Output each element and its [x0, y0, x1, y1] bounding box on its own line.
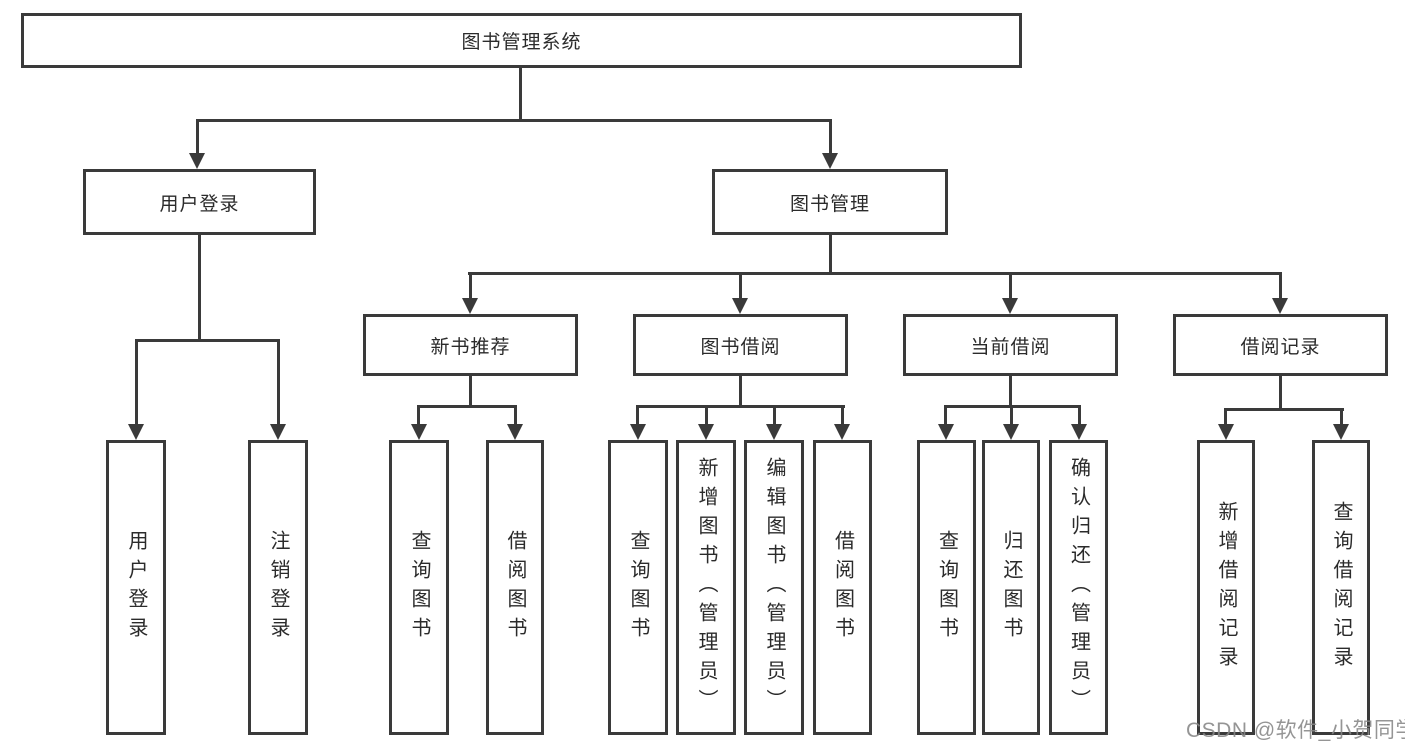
- node-new-book-recommend: 新书推荐: [363, 314, 578, 376]
- connector-line: [829, 235, 832, 272]
- node-user-login-label: 用户登录: [159, 193, 240, 215]
- connector-line: [135, 339, 138, 427]
- arrow-down-icon: [1003, 424, 1019, 440]
- leaf-bb-edit-books-admin-label: 编辑图书（管理员）: [763, 457, 785, 718]
- connector-line: [1078, 405, 1081, 427]
- node-new-book-recommend-label: 新书推荐: [430, 336, 511, 358]
- arrow-down-icon: [1071, 424, 1087, 440]
- connector-line: [841, 405, 844, 427]
- leaf-logout-label: 注销登录: [267, 529, 289, 646]
- leaf-user-login: 用户登录: [106, 440, 166, 735]
- leaf-cb-return-books-label: 归还图书: [1000, 529, 1022, 646]
- leaf-bb-add-books-admin-label: 新增图书（管理员）: [695, 457, 717, 718]
- node-borrowing-records-label: 借阅记录: [1240, 336, 1321, 358]
- node-root-label: 图书管理系统: [461, 32, 582, 53]
- node-root: 图书管理系统: [21, 13, 1022, 68]
- connector-line: [636, 405, 639, 427]
- leaf-nbr-query-books-label: 查询图书: [408, 529, 430, 646]
- leaf-user-login-label: 用户登录: [125, 529, 147, 646]
- node-book-management: 图书管理: [712, 169, 948, 235]
- leaf-nbr-borrow-books: 借阅图书: [486, 440, 544, 735]
- leaf-bb-edit-books-admin: 编辑图书（管理员）: [744, 440, 804, 735]
- arrow-down-icon: [938, 424, 954, 440]
- arrow-down-icon: [189, 153, 205, 169]
- leaf-cb-confirm-return-admin: 确认归还（管理员）: [1049, 440, 1108, 735]
- connector-line: [135, 339, 280, 342]
- arrow-down-icon: [411, 424, 427, 440]
- arrow-down-icon: [462, 298, 478, 314]
- arrow-down-icon: [507, 424, 523, 440]
- connector-line: [739, 272, 742, 301]
- leaf-bb-add-books-admin: 新增图书（管理员）: [676, 440, 736, 735]
- connector-line: [1340, 408, 1343, 427]
- connector-line: [1279, 376, 1282, 408]
- leaf-bb-query-books-label: 查询图书: [627, 529, 649, 646]
- connector-line: [468, 272, 1282, 275]
- arrow-down-icon: [732, 298, 748, 314]
- leaf-bb-borrow-books: 借阅图书: [813, 440, 872, 735]
- connector-line: [636, 405, 845, 408]
- node-current-borrowing-label: 当前借阅: [970, 336, 1051, 358]
- leaf-cb-query-books-label: 查询图书: [935, 529, 958, 646]
- leaf-br-query-record: 查询借阅记录: [1312, 440, 1370, 735]
- connector-line: [1010, 405, 1013, 427]
- arrow-down-icon: [766, 424, 782, 440]
- node-borrowing-records: 借阅记录: [1173, 314, 1388, 376]
- arrow-down-icon: [1333, 424, 1349, 440]
- leaf-br-add-record: 新增借阅记录: [1197, 440, 1255, 735]
- leaf-bb-query-books: 查询图书: [608, 440, 668, 735]
- arrow-down-icon: [1272, 298, 1288, 314]
- arrow-down-icon: [698, 424, 714, 440]
- connector-line: [196, 119, 832, 122]
- connector-line: [417, 405, 420, 427]
- leaf-br-query-record-label: 查询借阅记录: [1330, 500, 1352, 675]
- connector-line: [1009, 376, 1012, 405]
- leaf-br-add-record-label: 新增借阅记录: [1215, 500, 1237, 675]
- connector-line: [1224, 408, 1227, 427]
- connector-line: [1009, 272, 1012, 301]
- arrow-down-icon: [1218, 424, 1234, 440]
- leaf-cb-query-books: 查询图书: [917, 440, 976, 735]
- leaf-nbr-query-books: 查询图书: [389, 440, 449, 735]
- connector-line: [1279, 272, 1282, 301]
- leaf-cb-confirm-return-admin-label: 确认归还（管理员）: [1067, 457, 1090, 718]
- connector-line: [739, 376, 742, 405]
- connector-line: [705, 405, 708, 427]
- leaf-nbr-borrow-books-label: 借阅图书: [504, 529, 526, 646]
- leaf-bb-borrow-books-label: 借阅图书: [831, 529, 854, 646]
- leaf-logout: 注销登录: [248, 440, 308, 735]
- arrow-down-icon: [630, 424, 646, 440]
- node-book-borrowing-label: 图书借阅: [700, 336, 781, 358]
- node-book-management-label: 图书管理: [789, 193, 870, 215]
- node-current-borrowing: 当前借阅: [903, 314, 1118, 376]
- node-user-login: 用户登录: [83, 169, 316, 235]
- arrow-down-icon: [1002, 298, 1018, 314]
- connector-line: [829, 119, 832, 157]
- connector-line: [773, 405, 776, 427]
- csdn-watermark: CSDN @软件_小贺同学: [1186, 719, 1405, 742]
- connector-line: [514, 405, 517, 427]
- connector-line: [469, 272, 472, 301]
- connector-line: [469, 376, 472, 405]
- connector-line: [196, 119, 199, 157]
- connector-line: [1224, 408, 1344, 411]
- arrow-down-icon: [834, 424, 850, 440]
- connector-line: [277, 339, 280, 427]
- node-book-borrowing: 图书借阅: [633, 314, 848, 376]
- connector-line: [417, 405, 517, 408]
- arrow-down-icon: [822, 153, 838, 169]
- arrow-down-icon: [128, 424, 144, 440]
- connector-line: [944, 405, 947, 427]
- arrow-down-icon: [270, 424, 286, 440]
- connector-line: [519, 68, 522, 119]
- leaf-cb-return-books: 归还图书: [982, 440, 1040, 735]
- connector-line: [198, 235, 201, 339]
